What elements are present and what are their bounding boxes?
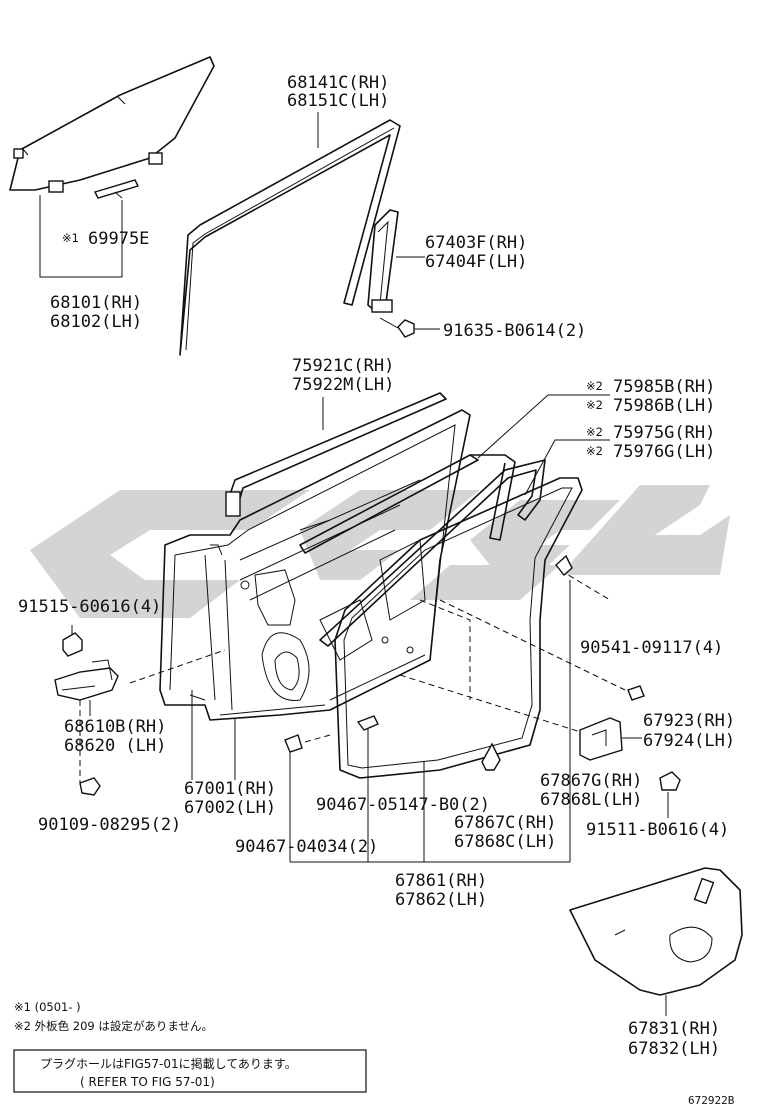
mark-2b: ※2 [586, 398, 603, 412]
label-90109: 90109-08295(2) [38, 815, 181, 835]
clip-90467a-icon [356, 715, 379, 731]
watermark-logo [30, 485, 730, 618]
label-67867c: 67867C(RH) [454, 813, 556, 833]
door-panel [159, 409, 471, 721]
figure-id: 672922B [688, 1094, 735, 1107]
label-67832: 67832(LH) [628, 1039, 720, 1059]
label-68141c: 68141C(RH) [287, 73, 389, 93]
label-75976g: 75976G(LH) [613, 442, 715, 462]
clip-90467b-icon [284, 734, 303, 753]
reference-line-1: プラグホールはFIG57-01に掲載してあります。 [40, 1056, 297, 1071]
mark-2a: ※2 [586, 379, 603, 393]
label-75921c: 75921C(RH) [292, 356, 394, 376]
leader-68101 [39, 191, 123, 278]
label-68102: 68102(LH) [50, 312, 142, 332]
mark-1: ※1 [62, 231, 79, 245]
run-channel [179, 119, 401, 356]
clip-67867c-icon [481, 742, 501, 771]
mark-2d: ※2 [586, 444, 603, 458]
clip-90541-icon [627, 685, 645, 701]
label-90541: 90541-09117(4) [580, 638, 723, 658]
belt-moulding [225, 392, 447, 517]
label-68620: 68620 (LH) [64, 736, 166, 756]
leader-67001 [191, 690, 236, 780]
glass-run [319, 459, 546, 647]
mark-2c: ※2 [586, 425, 603, 439]
label-91515: 91515-60616(4) [18, 597, 161, 617]
label-67862: 67862(LH) [395, 890, 487, 910]
label-90467-04034: 90467-04034(2) [235, 837, 378, 857]
label-75975g: 75975G(RH) [613, 423, 715, 443]
label-67868c: 67868C(LH) [454, 832, 556, 852]
bracket-67923 [579, 717, 623, 761]
door-trim-board [569, 867, 743, 996]
division-bar [367, 209, 399, 313]
label-91635: 91635-B0614(2) [443, 321, 586, 341]
label-69975e: 69975E [88, 229, 149, 249]
bolt-icon [379, 317, 415, 338]
leader-75985 [477, 394, 610, 459]
clip-90109-icon [79, 777, 101, 796]
glass-channel-part [94, 179, 139, 199]
screw-91515-icon [62, 632, 83, 657]
label-67001: 67001(RH) [184, 779, 276, 799]
label-67868l: 67868L(LH) [540, 790, 642, 810]
label-75922m: 75922M(LH) [292, 375, 394, 395]
assembly-lines [79, 569, 626, 785]
label-67861: 67861(RH) [395, 871, 487, 891]
label-75986b: 75986B(LH) [613, 396, 715, 416]
footnote-1: ※1 (0501- ) [14, 1000, 81, 1014]
label-91511: 91511-B0616(4) [586, 820, 729, 840]
reference-box: プラグホールはFIG57-01に掲載してあります。 ( REFER TO FIG… [13, 1049, 367, 1093]
bolt-91511-icon [659, 771, 681, 791]
label-67403f: 67403F(RH) [425, 233, 527, 253]
label-67002: 67002(LH) [184, 798, 276, 818]
part-labels: 68141C(RH) 68151C(LH) ※1 69975E 68101(RH… [18, 73, 735, 1059]
label-67924: 67924(LH) [643, 731, 735, 751]
door-glass [9, 56, 215, 199]
footnote-2: ※2 外板色 209 は設定がありません。 [14, 1019, 213, 1033]
label-68101: 68101(RH) [50, 293, 142, 313]
label-75985b: 75985B(RH) [613, 377, 715, 397]
leader-67861 [290, 762, 570, 863]
label-67923: 67923(RH) [643, 711, 735, 731]
label-68610b: 68610B(RH) [64, 717, 166, 737]
label-90467-05147: 90467-05147-B0(2) [316, 795, 490, 815]
door-check-hinge [54, 659, 119, 701]
fasteners [62, 554, 681, 796]
label-67404f: 67404F(LH) [425, 252, 527, 272]
door-weatherstrip [334, 477, 583, 779]
clip-67867g-icon [555, 554, 573, 577]
label-68151c: 68151C(LH) [287, 91, 389, 111]
label-67867g: 67867G(RH) [540, 771, 642, 791]
reference-line-2: ( REFER TO FIG 57-01) [80, 1075, 215, 1089]
label-67831: 67831(RH) [628, 1019, 720, 1039]
footnotes: ※1 (0501- ) ※2 外板色 209 は設定がありません。 [14, 1000, 213, 1033]
leader-75975 [524, 439, 610, 496]
